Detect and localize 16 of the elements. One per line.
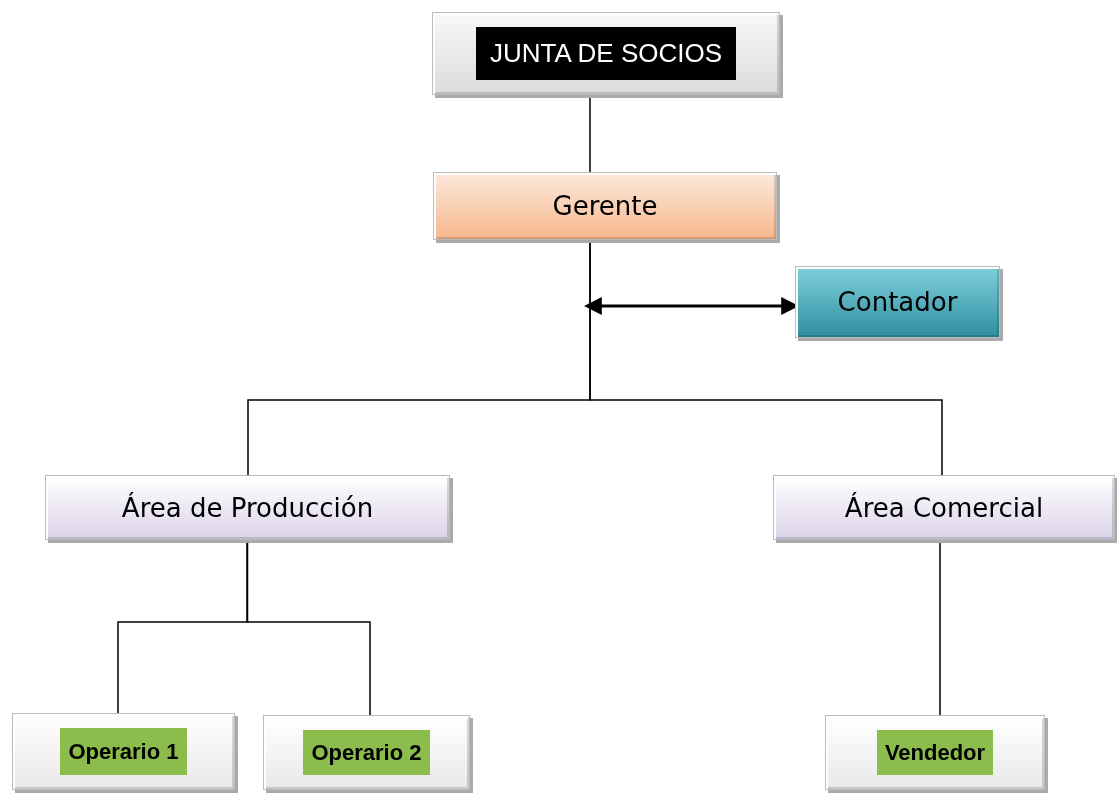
- box-label: Operario 1: [60, 728, 187, 775]
- box-label: Área de Producción: [121, 492, 374, 523]
- org-box: [773, 475, 1115, 540]
- box-label: Gerente: [552, 191, 658, 221]
- org-box: [825, 715, 1045, 790]
- org-box: [433, 172, 777, 240]
- org-box: [263, 715, 470, 790]
- org-box: [45, 475, 450, 540]
- box-label: Área Comercial: [844, 492, 1044, 523]
- org-box: [795, 266, 1000, 338]
- box-label: Contador: [837, 287, 958, 317]
- org-box: [12, 713, 235, 790]
- box-label: JUNTA DE SOCIOS: [475, 27, 737, 80]
- org-box: [432, 12, 780, 95]
- box-label: Vendedor: [876, 730, 994, 775]
- box-label: Operario 2: [303, 730, 430, 775]
